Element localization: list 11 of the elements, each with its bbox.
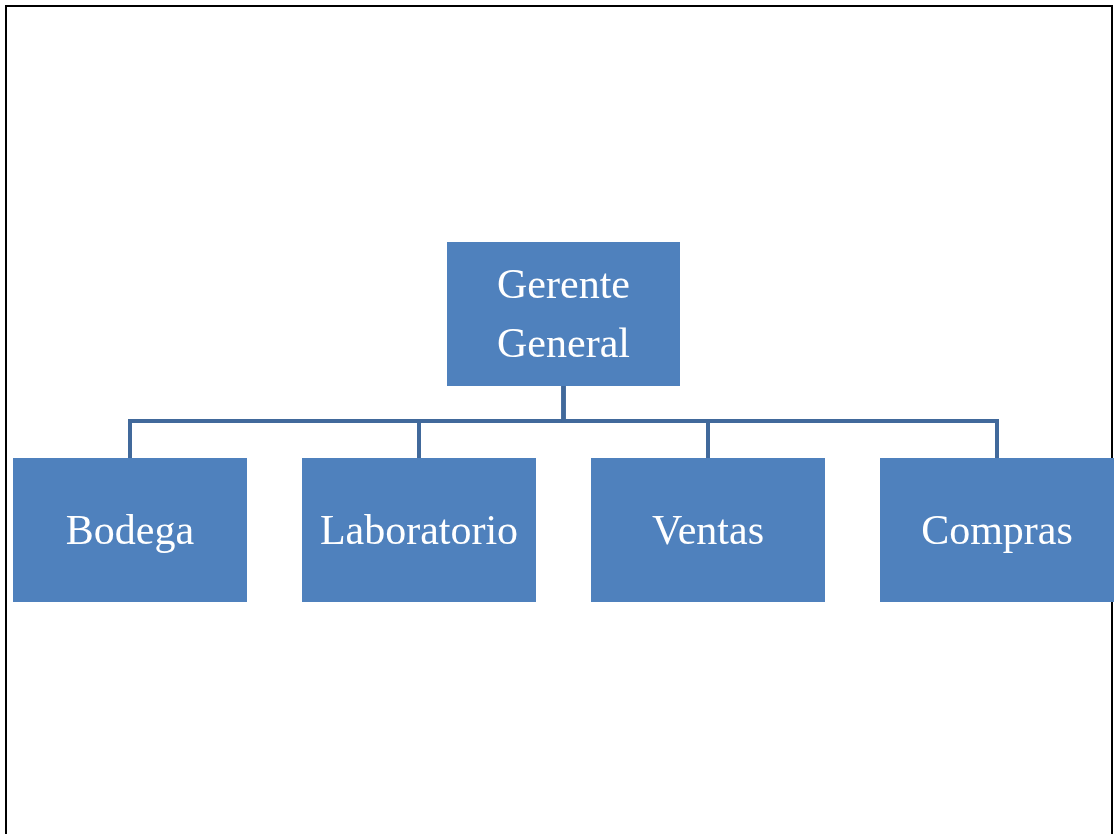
- org-box: [591, 458, 825, 602]
- org-box: [302, 458, 536, 602]
- box-label: Ventas: [652, 505, 764, 555]
- box-label: Gerente General: [496, 260, 631, 368]
- box-label: Compras: [921, 505, 1073, 555]
- org-box: [880, 458, 1114, 602]
- box-label: Bodega: [65, 505, 195, 555]
- connector-line: [561, 386, 999, 458]
- org-box: [447, 242, 680, 386]
- box-label: Laboratorio: [319, 505, 519, 555]
- org-box: [13, 458, 247, 602]
